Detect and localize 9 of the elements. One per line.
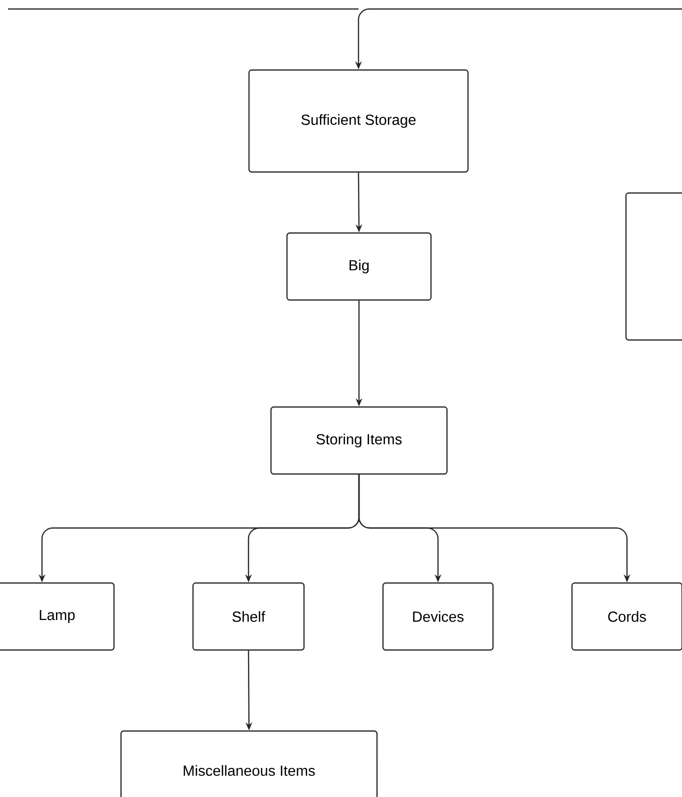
- empty-box: [625, 192, 682, 341]
- process-box: Big: [286, 232, 432, 301]
- process-box: Storing Items: [270, 406, 448, 475]
- process-box: Sufficient Storage: [248, 69, 469, 173]
- process-box: Lamp: [0, 582, 115, 651]
- process-box: Devices: [382, 582, 494, 651]
- process-box: Cords: [571, 582, 682, 651]
- process-box: Shelf: [192, 582, 305, 651]
- process-box: Miscellaneous Items: [120, 730, 378, 797]
